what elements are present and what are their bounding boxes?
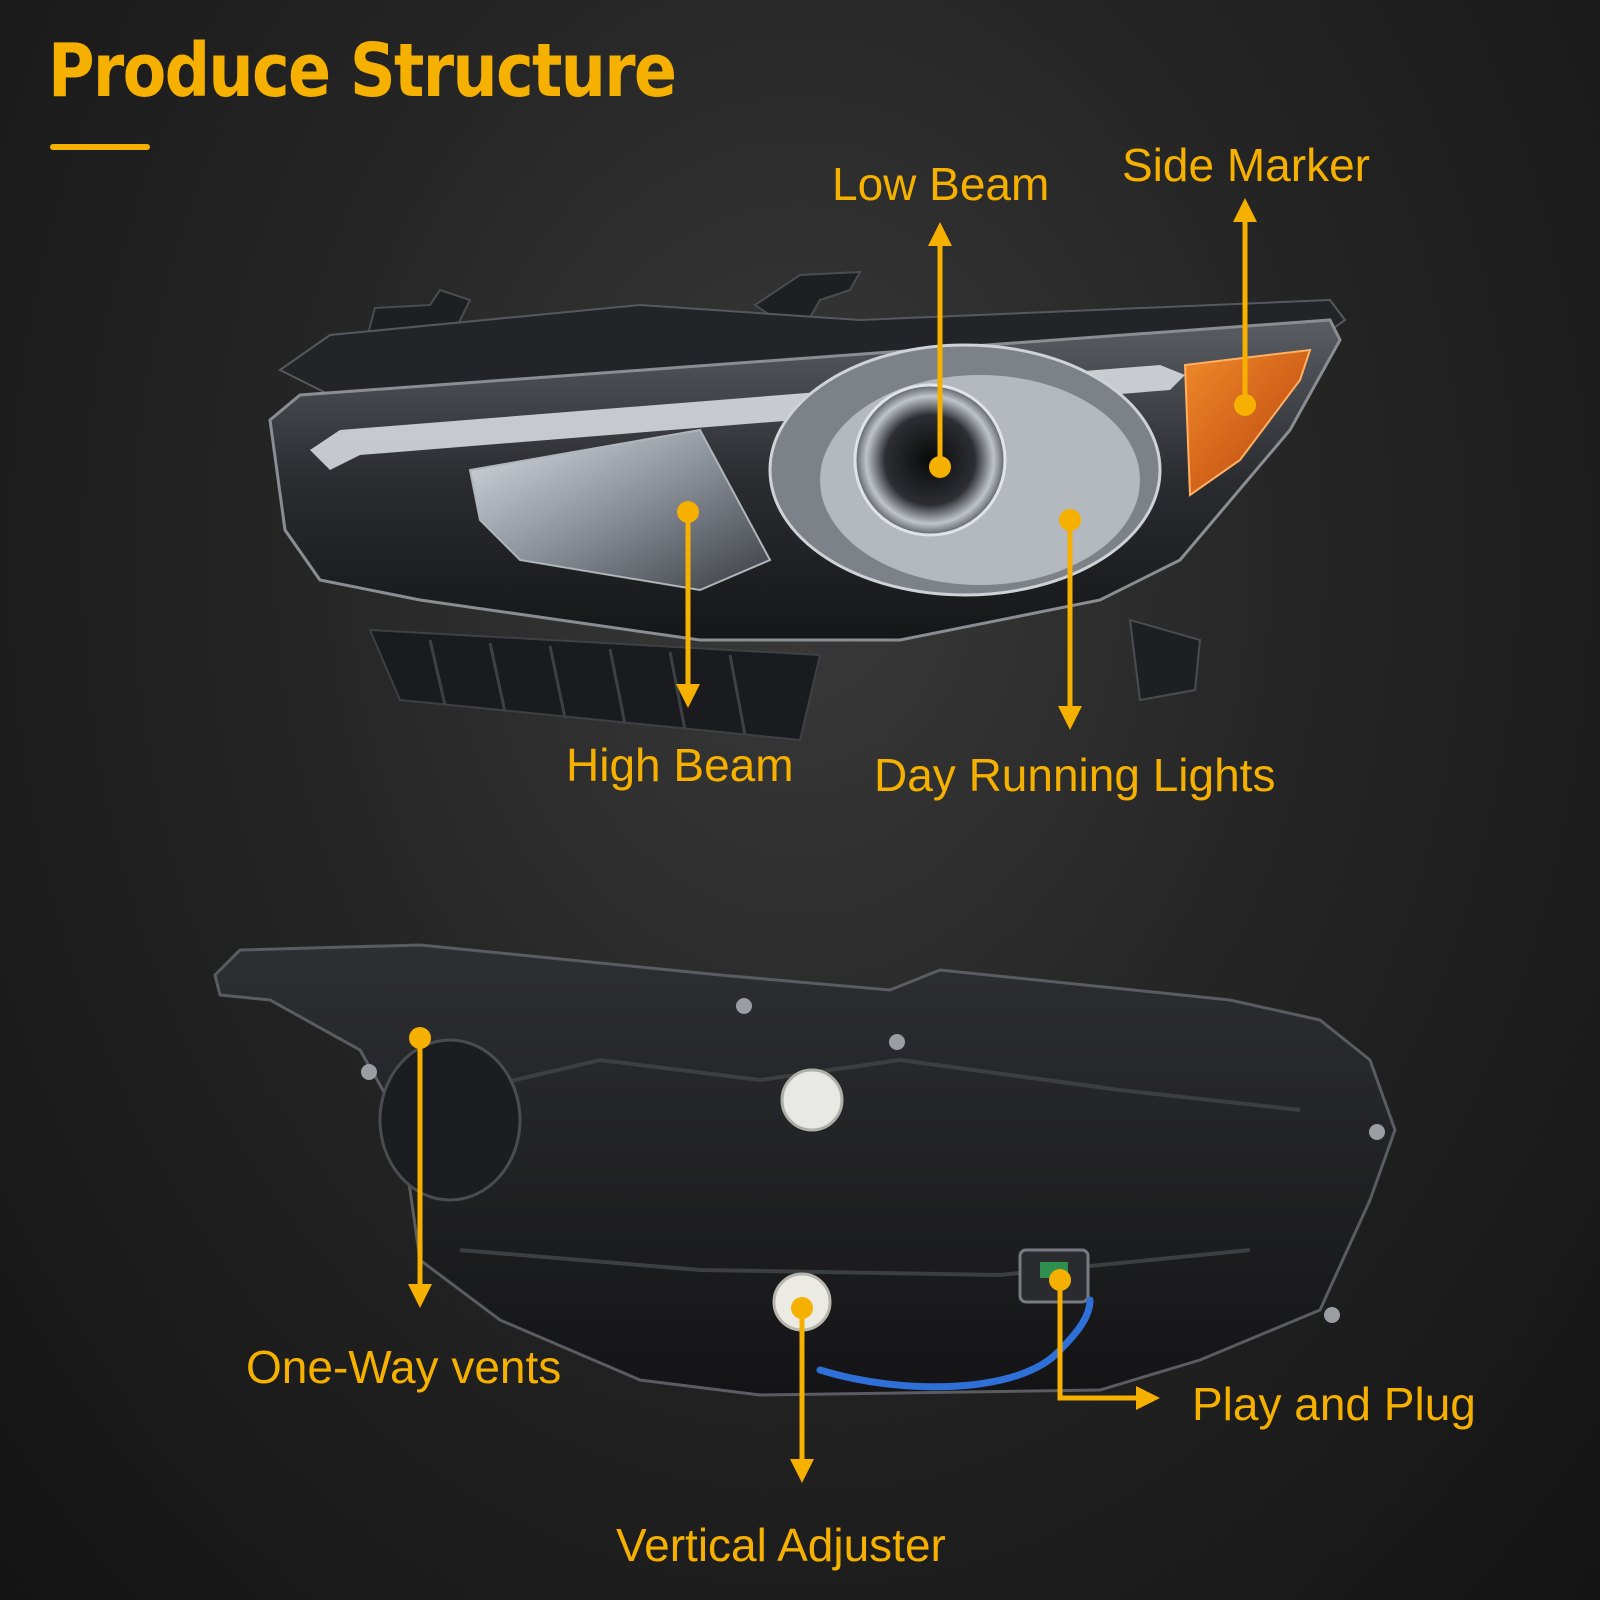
rear-rib [429,1057,1301,1112]
side-marker-lens [1183,348,1312,497]
rear-rib [459,1248,1251,1278]
blue-wire [816,1296,1094,1391]
upper-adjuster [780,1068,844,1132]
label-high-beam: High Beam [566,739,794,791]
label-one-way-vents: One-Way vents [246,1341,562,1393]
label-vertical-adjuster: Vertical Adjuster [616,1519,946,1571]
front-headlight [268,270,1347,742]
projector-lens [853,383,1007,537]
callout-dots [409,394,1256,1319]
side-bracket [1128,618,1202,702]
rear-housing [213,943,1397,1397]
label-play-and-plug: Play and Plug [1192,1378,1476,1430]
high-beam-reflector [468,428,772,592]
page-title: Produce Structure [48,28,677,114]
label-low-beam: Low Beam [832,158,1050,210]
title-underline [50,144,150,150]
arrowheads [408,198,1257,1483]
lower-vents [368,628,822,742]
leader-lines [417,215,1248,1465]
label-side-marker: Side Marker [1122,139,1370,191]
label-day-running-lights: Day Running Lights [874,749,1276,801]
vent-cap [378,1038,522,1202]
